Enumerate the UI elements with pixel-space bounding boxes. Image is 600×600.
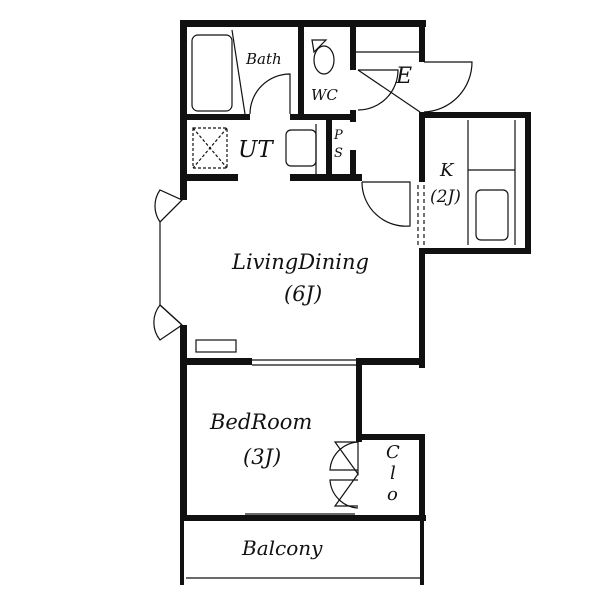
ps-label-s: S [334, 146, 343, 161]
bath-label: Bath [246, 50, 282, 68]
balcony-label: Balcony [242, 536, 323, 560]
entrance-label: E [396, 64, 413, 89]
kitchen-label: K [440, 160, 454, 181]
heater [195, 339, 237, 353]
ps-label-p: P [334, 128, 343, 143]
living-label: LivingDining [232, 250, 369, 274]
utility-label: UT [238, 137, 273, 163]
bedroom-size: (3J) [243, 445, 282, 469]
front-door[interactable] [423, 61, 473, 113]
closet-label-o: o [387, 484, 398, 505]
sink [475, 189, 509, 241]
window-sash-bottom [153, 304, 183, 341]
window-sash-top [154, 189, 184, 223]
bath-divider [231, 29, 246, 115]
living-size: (6J) [284, 282, 323, 306]
wc-label: WC [311, 86, 338, 104]
entry-inner-door[interactable] [357, 69, 399, 111]
closet-label-l: l [390, 463, 396, 484]
closet-label-c: C [386, 442, 400, 463]
walls [180, 20, 531, 585]
bedroom-label: BedRoom [210, 410, 313, 434]
washbasin [285, 129, 317, 167]
kitchen-size: (2J) [430, 187, 461, 207]
bath-door[interactable] [249, 73, 291, 115]
toilet-tank [311, 39, 328, 54]
washer-pan [192, 127, 228, 169]
toilet-bowl [313, 45, 335, 75]
living-door[interactable] [361, 181, 411, 227]
bathtub [191, 34, 233, 112]
